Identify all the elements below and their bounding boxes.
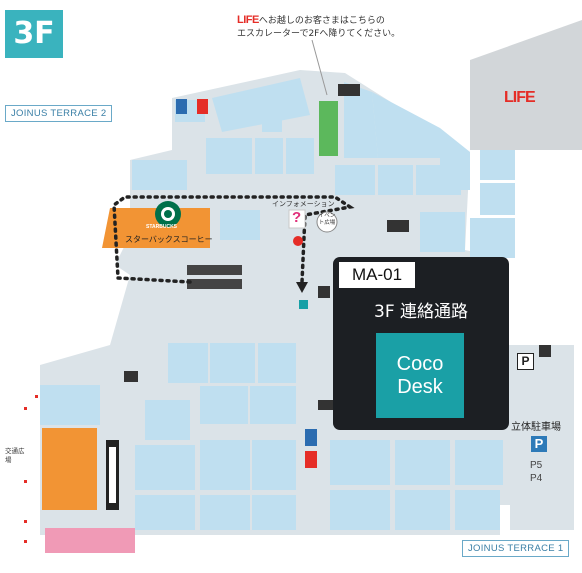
restroom-female-icon [197,99,208,114]
shop-block[interactable] [395,440,450,485]
shop-block[interactable] [135,445,195,490]
terrace-1-label[interactable]: JOINUS TERRACE 1 [462,540,570,557]
parking-floor-p4: P4 [530,473,543,484]
shop-block[interactable] [255,138,283,174]
elevator-icon [318,286,330,298]
starbucks-store[interactable] [102,208,210,248]
shop-block[interactable] [378,165,413,195]
terrace-2-label[interactable]: JOINUS TERRACE 2 [5,105,113,122]
shop-block[interactable] [416,165,461,195]
life-logo: LIFE [237,14,259,26]
location-code: MA-01 [339,262,415,288]
elevator-icon [124,371,138,382]
escalator-icon [338,84,360,96]
shop-block[interactable] [200,440,250,490]
shop-block[interactable] [206,138,252,174]
information-mark[interactable]: ? [292,209,302,226]
restroom-male-icon [176,99,187,114]
shop-block[interactable] [145,400,190,440]
notice-line-1: へお越しのお客さまはこちらの [258,16,385,26]
info-icon[interactable] [288,209,306,229]
starbucks-logo-text: STARBUCKS [146,224,178,230]
notice-line-2: エスカレーターで2Fへ降りてください。 [237,29,401,39]
escalator-notice: LIFEへお越しのお客さまはこちらの エスカレーターで2Fへ降りてください。 [237,14,400,41]
starbucks-name: スターバックスコーヒー [125,235,213,244]
shop-block[interactable] [168,343,208,383]
floor-badge: 3F [5,10,63,58]
parking-label[interactable]: 立体駐車場 [511,422,561,433]
parking-floor-p5: P5 [530,460,543,471]
shop-block[interactable] [258,343,296,383]
location-title: 3F 連絡通路 [374,302,468,322]
pink-area[interactable] [45,528,135,553]
shop-block[interactable] [200,495,250,530]
shop-block[interactable] [470,218,515,258]
coco-desk-line-2: Desk [397,375,443,398]
event-plaza-label: イベント広場 [318,213,336,226]
shop-block[interactable] [132,160,187,190]
escalator-icon [187,279,242,289]
shop-block[interactable] [200,386,248,424]
escalator-icon [187,265,242,275]
event-plaza-icon [316,211,338,233]
shop-block[interactable] [372,92,440,158]
parking-floors: P5 P4 [530,459,542,485]
shop-block[interactable] [212,78,310,132]
coco-desk-line-1: Coco [396,352,444,375]
shop-block[interactable] [286,138,314,174]
parking-icon: P [517,353,534,370]
information-label: インフォメーション [272,200,335,208]
life-building-label: LIFE [504,89,536,106]
shop-block[interactable] [420,212,465,252]
transit-plaza-label: 交通広場 [5,447,25,464]
shop-block[interactable] [135,495,195,530]
shop-block[interactable] [480,150,515,180]
escalator-icon [318,400,336,410]
life-building[interactable] [470,20,582,150]
shop-block[interactable] [252,440,296,490]
shop-block[interactable] [395,490,450,530]
restroom-male-icon [305,429,317,446]
elevator-icon [539,345,551,357]
coco-desk-logo[interactable]: Coco Desk [376,333,464,418]
shop-block[interactable] [455,440,503,485]
location-callout[interactable]: MA-01 3F 連絡通路 Coco Desk [333,257,509,430]
escalator-to-2f[interactable] [319,101,338,156]
route-line [112,195,355,284]
shop-block[interactable] [330,490,390,530]
route-arrow-icon [296,282,308,293]
shop-block[interactable] [330,440,390,485]
you-are-here-icon [299,300,308,309]
shop-block[interactable] [344,82,378,158]
orange-store[interactable] [42,428,97,510]
escalator-icon [387,220,409,232]
parking-icon: P [531,436,547,452]
shop-block[interactable] [252,495,296,530]
shop-block[interactable] [335,165,375,195]
shop-block[interactable] [480,183,515,215]
shop-block[interactable] [455,490,500,530]
shop-block[interactable] [250,386,296,424]
shop-block[interactable] [210,343,255,383]
shop-block[interactable] [40,385,100,425]
shop-block[interactable] [262,118,282,132]
restroom-female-icon [305,451,317,468]
shop-block[interactable] [220,210,260,240]
escalator-icon [109,447,116,503]
aed-icon [293,236,303,246]
